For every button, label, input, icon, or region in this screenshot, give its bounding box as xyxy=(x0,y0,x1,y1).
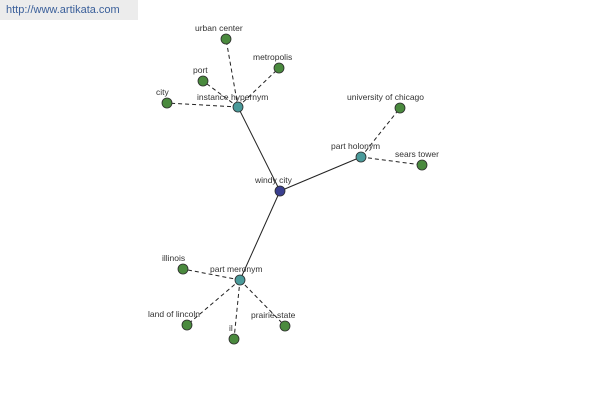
node-il[interactable] xyxy=(228,333,240,345)
edge-prairie-state xyxy=(239,279,286,327)
edge-urban-center xyxy=(225,38,239,108)
node-windy-city[interactable] xyxy=(274,185,286,197)
label-metropolis: metropolis xyxy=(253,52,292,62)
label-prairie-state: prairie state xyxy=(251,310,296,320)
edge-city xyxy=(166,102,239,108)
node-land-of-lincoln[interactable] xyxy=(181,319,193,331)
node-university-of-chicago[interactable] xyxy=(394,102,406,114)
node-illinois[interactable] xyxy=(177,263,189,275)
nodes-layer: instance hypernym part holonym part mero… xyxy=(148,23,439,345)
label-sears-tower: sears tower xyxy=(395,149,439,159)
edge-university-of-chicago xyxy=(360,107,401,158)
node-port[interactable] xyxy=(197,75,209,87)
label-instance-hypernym: instance hypernym xyxy=(197,92,268,102)
label-city: city xyxy=(156,87,170,97)
label-land-of-lincoln: land of lincoln xyxy=(148,309,200,319)
node-metropolis[interactable] xyxy=(273,62,285,74)
edge-center-part-holonym xyxy=(279,156,362,192)
node-city[interactable] xyxy=(161,97,173,109)
node-urban-center[interactable] xyxy=(220,33,232,45)
edge-land-of-lincoln xyxy=(186,279,241,326)
edge-port xyxy=(202,80,239,108)
label-urban-center: urban center xyxy=(195,23,243,33)
edges-layer xyxy=(166,38,423,340)
node-part-holonym[interactable] xyxy=(355,151,367,163)
label-part-meronym: part meronym xyxy=(210,264,262,274)
edge-sears-tower xyxy=(360,156,423,166)
label-il: il xyxy=(229,323,233,333)
label-illinois: illinois xyxy=(162,253,185,263)
node-sears-tower[interactable] xyxy=(416,159,428,171)
edge-center-instance-hypernym xyxy=(237,106,281,192)
node-instance-hypernym[interactable] xyxy=(232,101,244,113)
edge-il xyxy=(233,279,241,340)
label-windy-city: windy city xyxy=(254,175,293,185)
node-prairie-state[interactable] xyxy=(279,320,291,332)
label-university-of-chicago: university of chicago xyxy=(347,92,424,102)
label-part-holonym: part holonym xyxy=(331,141,380,151)
edge-center-part-meronym xyxy=(239,190,281,281)
edge-metropolis xyxy=(237,67,280,108)
edge-illinois xyxy=(182,268,241,281)
node-part-meronym[interactable] xyxy=(234,274,246,286)
label-port: port xyxy=(193,65,208,75)
watermark-url[interactable]: http://www.artikata.com xyxy=(0,0,138,20)
